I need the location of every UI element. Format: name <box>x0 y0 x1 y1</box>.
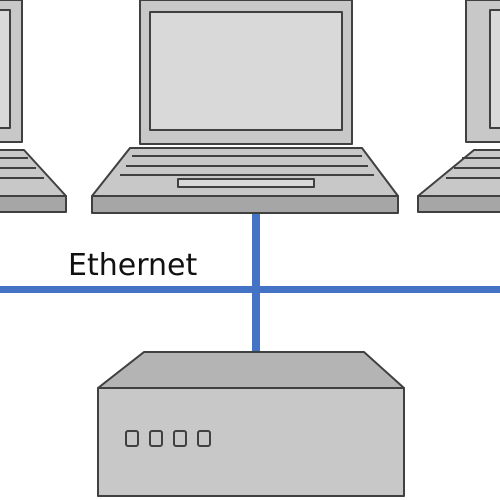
laptop-icon <box>0 0 67 213</box>
laptop-icon <box>417 0 500 213</box>
server-indicator-1 <box>125 430 139 447</box>
laptop-icon <box>91 0 399 214</box>
laptop-right-front <box>417 195 500 213</box>
laptop-center-touchpad <box>177 178 315 188</box>
laptop-right-base <box>417 149 500 197</box>
laptop-center-screen <box>149 11 343 131</box>
laptop-right-screen <box>489 9 500 129</box>
ethernet-bus-line <box>0 286 500 293</box>
laptop-center <box>91 0 399 214</box>
server-front <box>97 387 405 497</box>
server-top <box>97 351 405 389</box>
laptop-center-front <box>91 195 399 214</box>
server-indicator-4 <box>197 430 211 447</box>
laptop-left-base <box>0 149 67 197</box>
server-indicator-3 <box>173 430 187 447</box>
laptop-right <box>417 0 500 213</box>
laptop-left-screen <box>0 9 11 129</box>
server <box>97 351 405 497</box>
laptop-drop-cable <box>252 212 260 354</box>
laptop-left-front <box>0 195 67 213</box>
server-icon <box>97 351 405 497</box>
laptop-left <box>0 0 67 213</box>
server-indicator-2 <box>149 430 163 447</box>
ethernet-cables <box>0 212 500 354</box>
ethernet-label: Ethernet <box>68 248 198 283</box>
